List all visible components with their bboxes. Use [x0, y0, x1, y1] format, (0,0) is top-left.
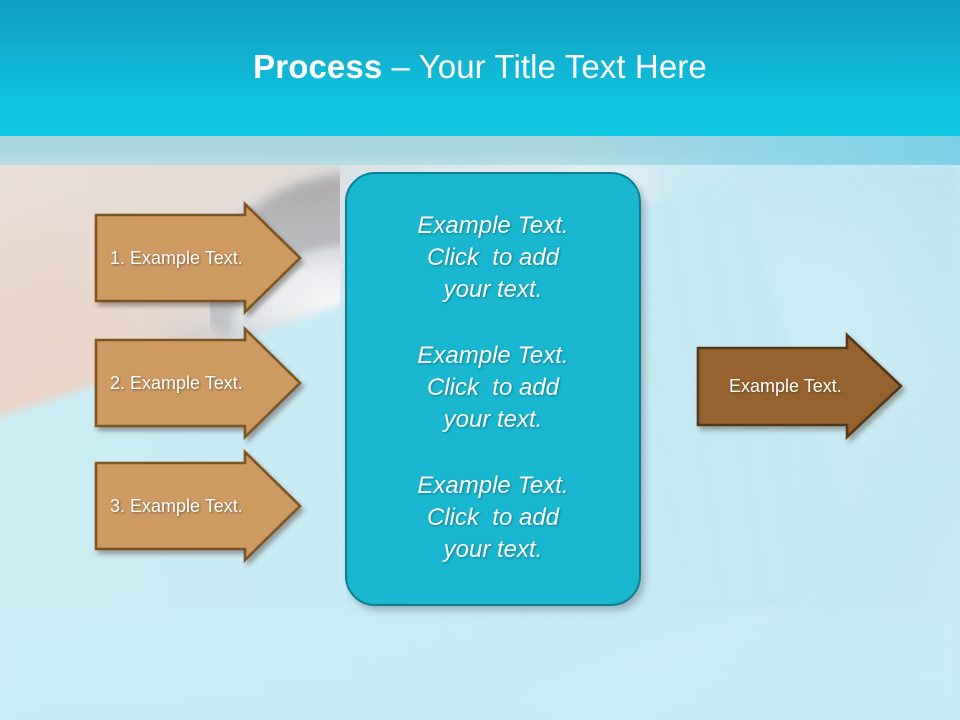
- page-title: Process – Your Title Text Here: [0, 46, 960, 88]
- arrow-right-icon: [94, 448, 302, 564]
- input-arrow-3[interactable]: 3. Example Text.: [94, 448, 302, 564]
- center-content-box[interactable]: Example Text. Click to add your text. Ex…: [345, 172, 641, 606]
- arrow-right-icon: [94, 325, 302, 441]
- input-arrow-2[interactable]: 2. Example Text.: [94, 325, 302, 441]
- output-arrow[interactable]: Example Text.: [696, 331, 903, 441]
- center-box-text-block-2: Example Text. Click to add your text.: [417, 342, 569, 433]
- page-title-strong: Process: [253, 48, 383, 85]
- input-arrow-1[interactable]: 1. Example Text.: [94, 200, 302, 316]
- header-subband-highlight: [560, 136, 960, 165]
- page-title-light: – Your Title Text Here: [382, 48, 707, 85]
- center-box-text-block-3: Example Text. Click to add your text.: [417, 472, 569, 563]
- header-band: [0, 0, 960, 136]
- arrow-right-icon: [94, 200, 302, 316]
- background-blue-footer: [0, 610, 960, 720]
- center-box-text-block-1: Example Text. Click to add your text.: [417, 212, 569, 303]
- arrow-right-icon: [696, 331, 903, 441]
- input-arrow-3-label: 3. Example Text.: [110, 496, 243, 516]
- input-arrow-2-label: 2. Example Text.: [110, 373, 243, 393]
- input-arrow-1-label: 1. Example Text.: [110, 248, 243, 268]
- output-arrow-label: Example Text.: [729, 376, 842, 396]
